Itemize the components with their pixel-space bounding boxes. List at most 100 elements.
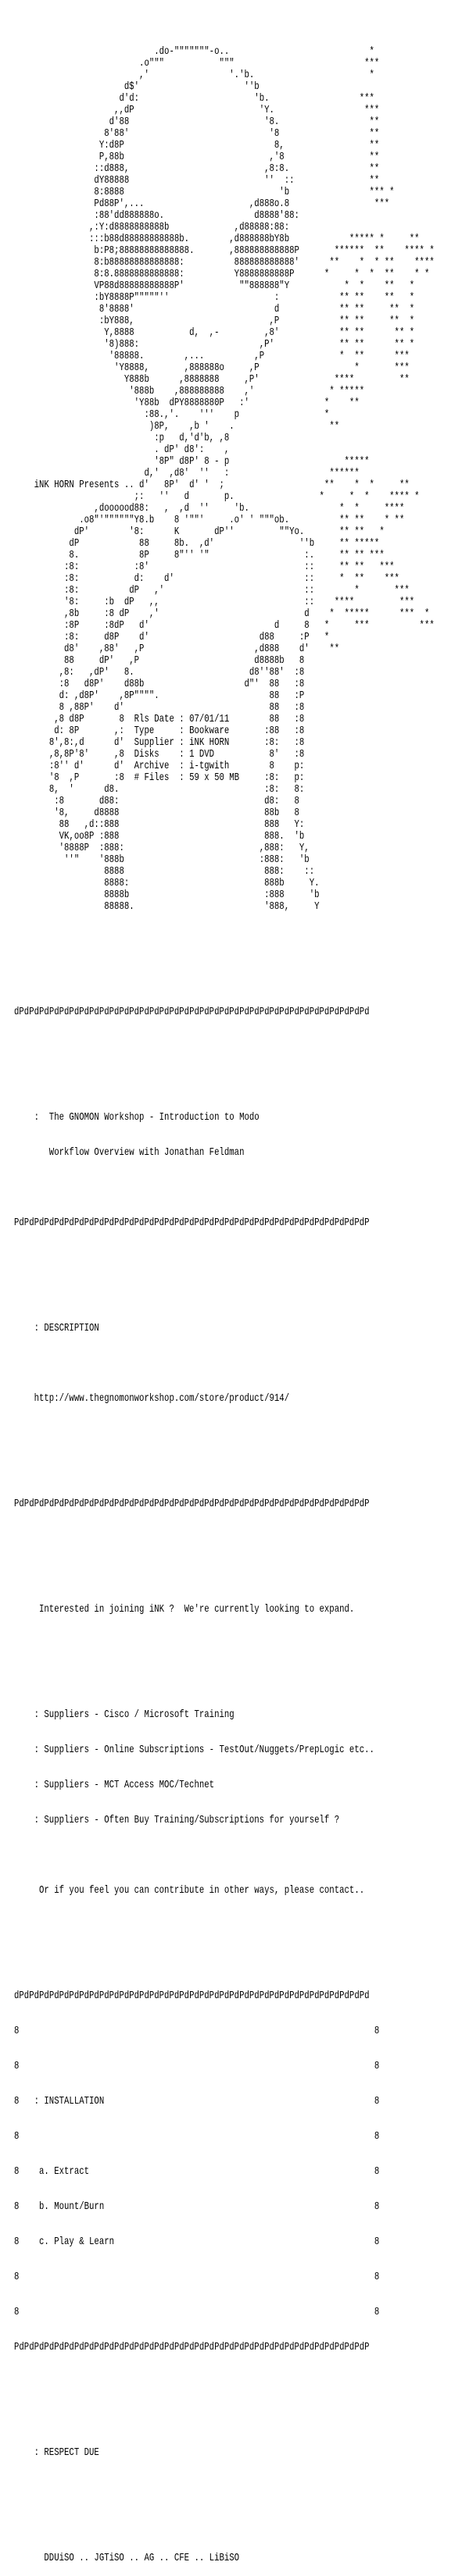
art-line: ''" '888b :888: 'b — [14, 853, 310, 866]
art-line: )8P, ,b ' . ** — [14, 420, 340, 433]
art-line: d'd: 'b. *** — [14, 92, 374, 105]
art-line: :8: d8P d' d88 :P * — [14, 631, 330, 643]
divider: dPdPdPdPdPdPdPdPdPdPdPdPdPdPdPdPdPdPdPdP… — [14, 1990, 370, 2002]
respect-heading-line: : RESPECT DUE — [14, 2447, 467, 2459]
art-line: '8: :b dP ,, :: **** *** — [14, 596, 415, 608]
recruit-outro: Or if you feel you can contribute in oth… — [39, 1884, 365, 1897]
blank-line — [14, 1955, 467, 1967]
art-line: 8',8:,d d' :8: :8SupplieriNK HORN — [14, 736, 467, 749]
divider: dPdPdPdPdPdPdPdPdPdPdPdPdPdPdPdPdPdPdPdP… — [14, 1006, 370, 1018]
art-line: 8888: 888b Y. — [14, 877, 320, 889]
blank-line — [14, 2517, 467, 2529]
box-side: 8 — [14, 2306, 20, 2318]
description-heading: DESCRIPTION — [44, 1322, 99, 1334]
ascii-art: .do-"""""""-o.. * .o""" """ *** ,' '.'b.… — [14, 46, 467, 913]
art-line: :8 d8P' d88b d"' 88 :8 — [14, 678, 305, 690]
art-line: :8'' d' d' 8 p:Archivei-tgwith — [14, 760, 467, 772]
bullet-colon: : — [34, 2446, 40, 2459]
art-line: ;: '' d p. * * * **** * — [14, 490, 420, 503]
release-info-value: Bookware — [179, 725, 229, 737]
art-line: 88 ,d::888 888 Y: — [14, 818, 305, 831]
release-info-label: Archive — [134, 760, 170, 772]
art-line: ::d888, ,8:8. ** — [14, 162, 380, 175]
art-line: dP' '8: K dP'' ""Yo. ** ** * — [14, 526, 385, 538]
blank-line — [14, 1850, 467, 1862]
box-side: 8 — [374, 2165, 380, 2178]
art-line: ,' '.'b. * — [14, 69, 374, 81]
release-info-value: 59 x 50 MB — [179, 771, 239, 784]
art-line: '888b ,888888888 ,' * ***** — [14, 385, 365, 397]
release-info-item: Archive i-tgwith — [134, 760, 230, 772]
release-info-item: # Files59 x 50 MB — [134, 771, 239, 784]
art-line: d8' ,88' ,P ,d888 d' ** — [14, 643, 340, 655]
art-line: 88 dP' ,P d8888b 8 — [14, 654, 305, 667]
box-side: 8 — [14, 2200, 20, 2213]
art-line: '8 ,P :8 :8: p:# Files59 x 50 MB — [14, 771, 467, 784]
blank-line — [14, 1674, 467, 1686]
release-subtitle: Workflow Overview with Jonathan Feldman — [48, 1146, 245, 1159]
box-side: 8 — [374, 2095, 380, 2107]
art-line: ,,dP 'Y. *** — [14, 104, 380, 116]
art-line: '8P" d8P' 8 - p ***** — [14, 455, 370, 468]
blank-line — [14, 971, 467, 983]
respect-heading: RESPECT DUE — [44, 2446, 99, 2459]
art-line: 'Y88b dPY8888880P :' * ** — [14, 397, 360, 409]
blank-line — [14, 1428, 467, 1440]
respect-groups: DDUiSO .. JGTiSO .. AG .. CFE .. LiBiSO — [44, 2552, 240, 2564]
supplier-line: : Suppliers - Online Subscriptions - Tes… — [34, 1744, 374, 1756]
art-line: :8: :8' :: ** ** *** — [14, 561, 395, 573]
release-info-label: Supplier — [134, 736, 174, 749]
box-side: 8 — [374, 2025, 380, 2037]
release-info-value: i-tgwith — [179, 760, 229, 772]
release-info-value: iNK HORN — [179, 736, 229, 749]
art-line: :8P :8dP d' d 8 * *** *** — [14, 619, 435, 632]
box-side: 8 — [374, 2200, 380, 2213]
art-line: ,8,8P'8' ,8 8' :8Disks1 DVD — [14, 748, 467, 761]
art-line: VK,oo8P :888 888. 'b — [14, 830, 305, 843]
art-line: d,' ,d8' '' : ****** — [14, 467, 360, 479]
art-line: 88888. '888, Y — [14, 900, 320, 913]
blank-line — [14, 2412, 467, 2424]
release-info-item: Rls Date07/01/11 — [134, 713, 230, 725]
box-side: 8 — [14, 2060, 20, 2072]
box-side: 8 — [14, 2095, 20, 2107]
art-line: 8:b88888888888888: 888888888888' ** * * … — [14, 256, 435, 269]
art-line: :bY8888P"""""'' : ** ** ** * — [14, 291, 415, 304]
box-side: 8 — [374, 2306, 380, 2318]
install-step: a. Extract — [39, 2165, 90, 2178]
bullet-colon: : — [34, 2095, 40, 2107]
box-side: 8 — [14, 2271, 20, 2283]
art-line: d$' ''b — [14, 80, 260, 93]
art-line: :p d,'d'b, ,8 — [14, 432, 230, 444]
box-side: 8 — [374, 2130, 380, 2143]
blank-line — [14, 1288, 467, 1299]
art-line: :bY888, ,P ** ** ** * — [14, 315, 415, 327]
divider: PdPdPdPdPdPdPdPdPdPdPdPdPdPdPdPdPdPdPdPd… — [14, 2341, 370, 2353]
supplier-line: : Suppliers - MCT Access MOC/Technet — [34, 1779, 215, 1791]
art-line: 8888b :888 'b — [14, 889, 320, 901]
blank-line — [14, 1077, 467, 1088]
release-info-value: 1 DVD — [179, 748, 214, 761]
release-info-item: Supplier iNK HORN — [134, 736, 230, 749]
title-line-1: : The GNOMON Workshop - Introduction to … — [14, 1112, 467, 1124]
blank-line — [14, 1182, 467, 1194]
art-line: :88'dd888888o. d8888'88: — [14, 209, 299, 222]
art-line: d'88 '8. ** — [14, 116, 380, 128]
release-info-item: Disks1 DVD — [134, 748, 214, 761]
blank-line — [14, 1920, 467, 1932]
art-line: :88.,'. ''' p * — [14, 408, 330, 421]
box-side: 8 — [14, 2236, 20, 2248]
blank-line — [14, 2482, 467, 2494]
bullet-colon: : — [34, 1322, 40, 1334]
art-line: .o""" """ *** — [14, 57, 380, 69]
blank-line — [14, 1463, 467, 1475]
box-side: 8 — [374, 2236, 380, 2248]
blank-line — [14, 1639, 467, 1651]
art-line: Y,8888 d, ,- ,8' ** ** ** * — [14, 326, 415, 339]
blank-line — [14, 1358, 467, 1370]
product-url[interactable]: http://www.thegnomonworkshop.com/store/p… — [34, 1392, 290, 1405]
art-line: iNK HORN Presents .. d' 8P' d' ' ; ** * … — [14, 479, 410, 491]
